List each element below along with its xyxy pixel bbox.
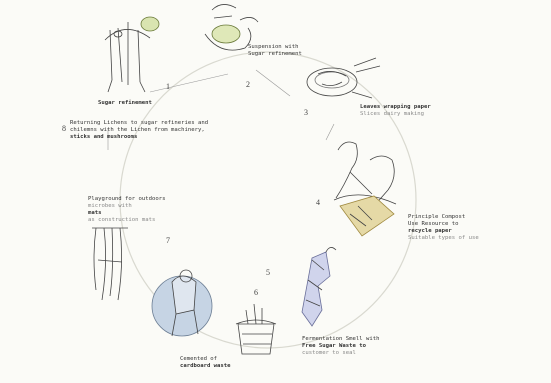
step-caption-5-line-3: customer to seal — [302, 350, 379, 357]
step-caption-7-line-4: as construction mats — [88, 217, 165, 224]
step-number-5: 5 — [266, 268, 270, 277]
step-caption-8: Returning Lichens to sugar refineries an… — [70, 120, 208, 141]
step-caption-1-title: Sugar refinement — [98, 100, 152, 106]
step-number-6: 6 — [254, 288, 258, 297]
step-number-3: 3 — [304, 108, 308, 117]
step-number-2: 2 — [246, 80, 250, 89]
step-caption-7-line-3: mats — [88, 210, 165, 217]
step-caption-7-line-1: Playground for outdoors — [88, 196, 165, 203]
step-caption-8-line-3: sticks and mushrooms — [70, 134, 208, 141]
sugar-refinement-illustration — [105, 17, 159, 92]
step-number-1: 1 — [166, 82, 170, 91]
step-caption-4-line-1: Principle Compost — [408, 214, 479, 221]
step-caption-8-line-2: chilemns with the Lichen from machinery, — [70, 127, 208, 134]
step-caption-4-line-2: Use Resource to — [408, 221, 479, 228]
step-caption-6: Cemented of cardboard waste — [180, 356, 231, 370]
step-caption-5-line-2: Free Sugar Waste to — [302, 343, 379, 350]
cardboard-waste-illustration — [236, 304, 276, 354]
fermentation-illustration — [302, 247, 336, 326]
step-caption-2-line-1: Suspension with — [248, 44, 302, 51]
playground-illustration — [152, 270, 212, 336]
step-caption-5-line-1: Fermentation Smell with — [302, 336, 379, 343]
step-caption-7: Playground for outdoors microbes with ma… — [88, 196, 165, 224]
step-caption-7-line-2: microbes with — [88, 203, 165, 210]
step-caption-3: Leaves wrapping paper Slices dairy makin… — [360, 104, 431, 118]
compost-illustration — [334, 142, 396, 236]
step-caption-4-line-3: recycle paper — [408, 228, 479, 235]
step-number-7: 7 — [166, 236, 170, 245]
step-caption-1: Sugar refinement — [98, 100, 152, 107]
step-caption-6-line-1: Cemented of — [180, 356, 231, 363]
step-caption-5: Fermentation Smell with Free Sugar Waste… — [302, 336, 379, 357]
step-number-8: 8 — [62, 124, 66, 133]
step-caption-3-title: Leaves wrapping paper — [360, 104, 431, 111]
returning-lichens-illustration — [92, 228, 128, 300]
step-caption-6-line-2: cardboard waste — [180, 363, 231, 370]
step-caption-3-line-1: Slices dairy making — [360, 111, 431, 118]
step-caption-2: Suspension with Sugar refinement — [248, 44, 302, 58]
step-caption-4-line-4: Suitable types of use — [408, 235, 479, 242]
step-caption-8-line-1: Returning Lichens to sugar refineries an… — [70, 120, 208, 127]
step-number-4: 4 — [316, 198, 320, 207]
step-caption-2-line-2: Sugar refinement — [248, 51, 302, 58]
step-caption-4: Principle Compost Use Resource to recycl… — [408, 214, 479, 242]
